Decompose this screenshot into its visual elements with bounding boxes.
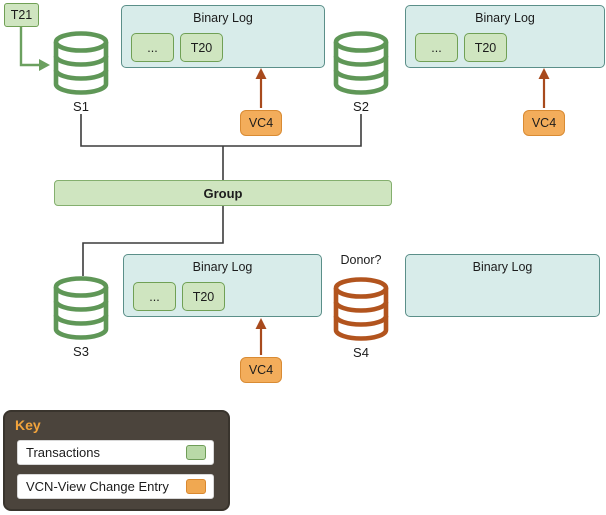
- server-label-s1: S1: [73, 99, 89, 114]
- key-item-label: Transactions: [26, 445, 100, 460]
- binary-log-panel-s4: Binary Log: [405, 254, 600, 317]
- server-label-s4: S4: [353, 345, 369, 360]
- key-legend-title: Key: [15, 417, 41, 433]
- view-change-box-1: VC4: [240, 110, 282, 136]
- server-label-s3: S3: [73, 344, 89, 359]
- transactions-swatch-icon: [186, 445, 206, 460]
- key-legend: Key Transactions VCN-View Change Entry: [3, 410, 230, 511]
- view-change-swatch-icon: [186, 479, 206, 494]
- t21-arrowhead-icon: [39, 59, 50, 71]
- log-entry-ellipsis: ...: [415, 33, 458, 62]
- log-entry-t20: T20: [180, 33, 223, 62]
- key-item-view-change: VCN-View Change Entry: [17, 474, 214, 499]
- key-item-transactions: Transactions: [17, 440, 214, 465]
- binary-log-panel-s2: Binary Log ... T20: [405, 5, 605, 68]
- key-item-label: VCN-View Change Entry: [26, 479, 169, 494]
- donor-annotation: Donor?: [340, 253, 382, 267]
- server-label-s2: S2: [353, 99, 369, 114]
- database-icon-s2: [333, 31, 389, 95]
- view-change-box-3: VC4: [240, 357, 282, 383]
- binary-log-title: Binary Log: [472, 260, 533, 274]
- database-icon-s1: [53, 31, 109, 95]
- log-entry-ellipsis: ...: [131, 33, 174, 62]
- transaction-box-t21: T21: [4, 3, 39, 27]
- vc4-arrowhead-icon-2: [538, 68, 550, 79]
- binary-log-title: Binary Log: [475, 11, 535, 25]
- vc4-arrowhead-icon-3: [255, 318, 267, 329]
- log-entry-t20: T20: [182, 282, 225, 311]
- group-bar: Group: [54, 180, 392, 206]
- log-entry-ellipsis: ...: [133, 282, 176, 311]
- binary-log-title: Binary Log: [192, 260, 253, 274]
- database-icon-s4-donor: [333, 277, 389, 341]
- binary-log-title: Binary Log: [193, 11, 253, 25]
- binary-log-panel-s3: Binary Log ... T20: [123, 254, 322, 317]
- database-icon-s3: [53, 276, 109, 340]
- vc4-arrowhead-icon-1: [255, 68, 267, 79]
- connector-s1-s2-bus: [80, 114, 362, 147]
- binary-log-panel-s1: Binary Log ... T20: [121, 5, 325, 68]
- log-entry-t20: T20: [464, 33, 507, 62]
- t21-arrow-line: [19, 27, 40, 67]
- view-change-box-2: VC4: [523, 110, 565, 136]
